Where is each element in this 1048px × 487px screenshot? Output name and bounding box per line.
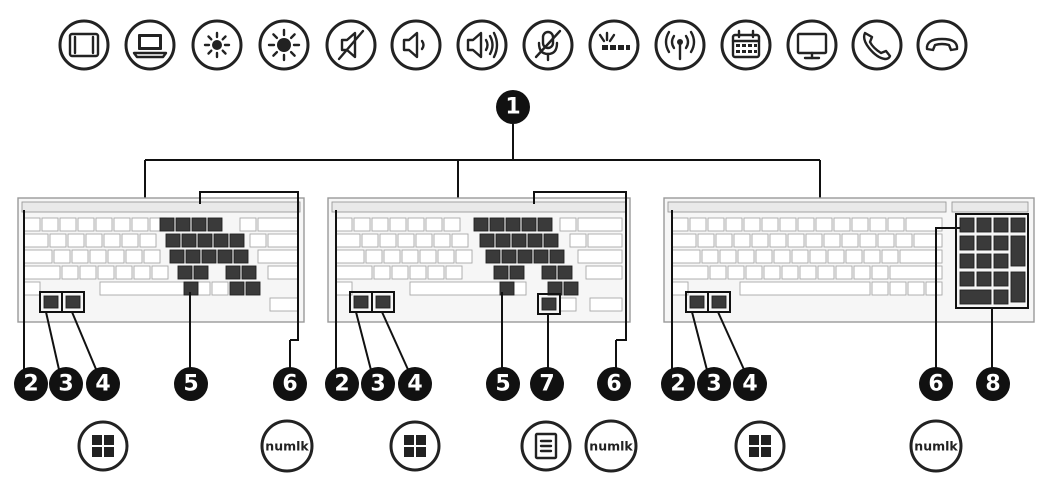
callout-group-1: 1 xyxy=(144,90,821,204)
callout-number: 1 xyxy=(505,95,520,120)
brightness-down-icon xyxy=(191,19,243,71)
callout-badge: 4 xyxy=(733,367,767,401)
callout-badge: 1 xyxy=(496,90,530,124)
numlk-icon: numlk xyxy=(260,419,314,473)
callout-badge: 4 xyxy=(86,367,120,401)
display-icon xyxy=(786,19,838,71)
svg-text:4: 4 xyxy=(407,372,422,397)
mic-mute-icon xyxy=(522,19,574,71)
svg-text:5: 5 xyxy=(495,372,510,397)
calendar-icon xyxy=(720,19,772,71)
keyboard-backlight-icon xyxy=(588,19,640,71)
callout-badge: 6 xyxy=(597,367,631,401)
call-end-icon xyxy=(916,19,968,71)
callout-badge: 7 xyxy=(530,367,564,401)
windows-icon xyxy=(389,420,441,472)
bottom-icon-row: numlk numlk xyxy=(77,419,963,473)
callout-badge: 2 xyxy=(661,367,695,401)
call-answer-icon xyxy=(851,19,903,71)
callout-badge: 2 xyxy=(325,367,359,401)
keyboard-2 xyxy=(327,191,631,376)
volume-up-icon xyxy=(456,19,508,71)
svg-text:2: 2 xyxy=(23,372,38,397)
svg-text:4: 4 xyxy=(95,372,110,397)
svg-text:3: 3 xyxy=(706,372,721,397)
svg-text:8: 8 xyxy=(985,372,1000,397)
volume-down-icon xyxy=(390,19,442,71)
windows-icon xyxy=(77,420,129,472)
callout-badge: 6 xyxy=(273,367,307,401)
wireless-icon xyxy=(654,19,706,71)
callout-badge: 8 xyxy=(976,367,1010,401)
callout-badge: 5 xyxy=(486,367,520,401)
svg-text:6: 6 xyxy=(928,372,943,397)
callout-badge: 3 xyxy=(49,367,83,401)
svg-text:numlk: numlk xyxy=(914,439,958,454)
svg-text:5: 5 xyxy=(183,372,198,397)
numlk-icon: numlk xyxy=(909,419,963,473)
callout-badge: 6 xyxy=(919,367,953,401)
callout-badge: 5 xyxy=(174,367,208,401)
svg-text:6: 6 xyxy=(606,372,621,397)
svg-text:3: 3 xyxy=(370,372,385,397)
menu-icon xyxy=(520,420,572,472)
svg-text:2: 2 xyxy=(334,372,349,397)
callout-badges-row: 2 3 4 5 6 2 3 4 5 7 6 2 3 4 6 8 xyxy=(14,367,1010,401)
svg-text:3: 3 xyxy=(58,372,73,397)
svg-text:7: 7 xyxy=(539,372,554,397)
callout-badge: 2 xyxy=(14,367,48,401)
windows-icon xyxy=(734,420,786,472)
svg-text:4: 4 xyxy=(742,372,757,397)
callout-badge: 4 xyxy=(398,367,432,401)
numeric-keypad xyxy=(951,201,1029,309)
switch-screen-icon xyxy=(58,19,110,71)
callout-badge: 3 xyxy=(697,367,731,401)
svg-text:6: 6 xyxy=(282,372,297,397)
keyboard-1 xyxy=(17,191,305,376)
brightness-up-icon xyxy=(258,19,310,71)
callout-badge: 3 xyxy=(361,367,395,401)
svg-text:2: 2 xyxy=(670,372,685,397)
keyboard-1-keys xyxy=(23,217,299,312)
laptop-icon xyxy=(124,19,176,71)
function-icon-row xyxy=(58,19,968,71)
keyboard-3 xyxy=(663,197,1035,376)
svg-text:numlk: numlk xyxy=(589,439,633,454)
svg-text:numlk: numlk xyxy=(265,439,309,454)
numlk-icon: numlk xyxy=(584,419,638,473)
mute-icon xyxy=(325,19,377,71)
